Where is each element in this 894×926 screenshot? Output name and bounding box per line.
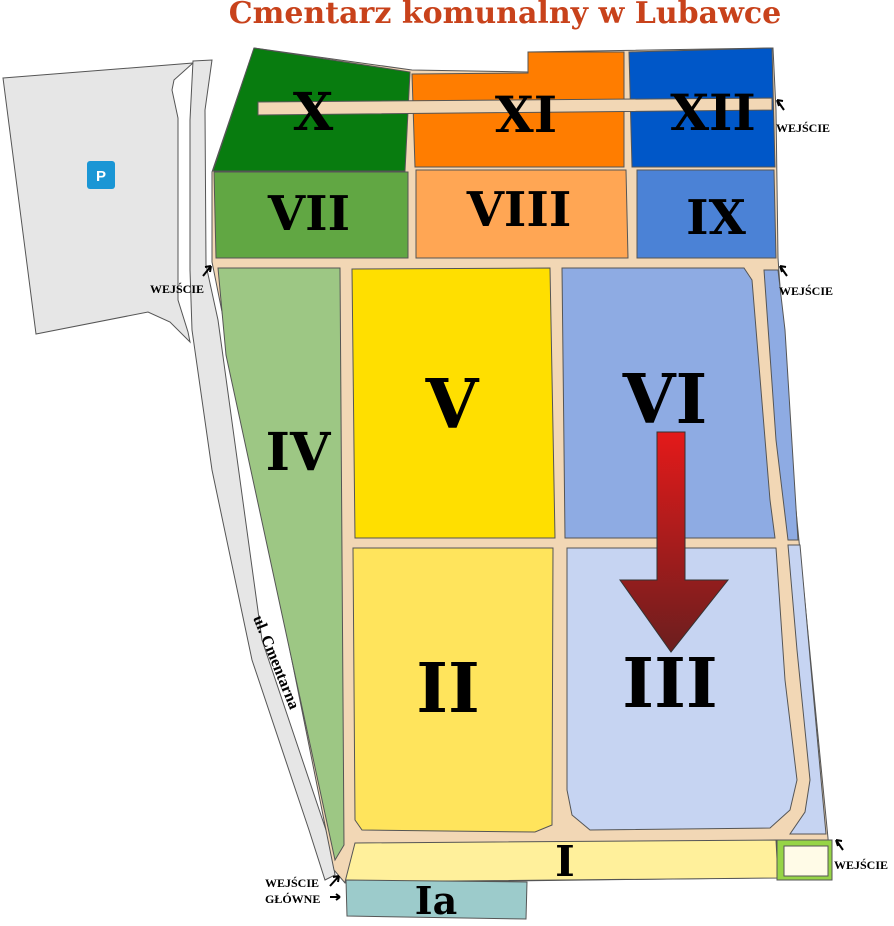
section-label-xi: XI — [495, 85, 557, 144]
section-ix[interactable] — [636, 169, 777, 259]
chapel-building — [783, 845, 829, 877]
parking-icon — [87, 161, 115, 189]
entrance-arrow-icon — [330, 893, 341, 901]
entrance-top-right[interactable]: WEJŚCIE — [776, 99, 830, 135]
entrance-arrow-icon — [835, 839, 844, 851]
section-label-i: I — [555, 837, 575, 886]
top-path — [257, 97, 773, 116]
section-label-iii: III — [622, 644, 717, 724]
entrance-label: GŁÓWNE — [265, 892, 320, 906]
entrance-arrow-icon — [202, 265, 212, 277]
section-ii[interactable] — [352, 547, 554, 833]
section-ia[interactable] — [345, 879, 528, 920]
parking-area[interactable] — [2, 62, 195, 344]
section-iii-strip[interactable] — [787, 544, 827, 835]
section-label-iv: IV — [266, 422, 332, 483]
section-iv[interactable] — [217, 267, 345, 862]
entrance-label: WEJŚCIE — [150, 282, 204, 296]
section-label-x: X — [293, 82, 334, 143]
section-vi[interactable] — [561, 267, 776, 539]
entrance-arrow-icon — [779, 265, 788, 277]
entrance-right-middle[interactable]: WEJŚCIE — [779, 265, 833, 298]
entrance-label: WEJŚCIE — [265, 876, 319, 890]
section-viii[interactable] — [415, 169, 629, 259]
section-label-ia: Ia — [415, 878, 457, 923]
section-label-vi: VI — [622, 360, 708, 440]
entrance-arrow-icon — [776, 99, 785, 111]
map-title: Cmentarz komunalny w Lubawce — [229, 0, 782, 31]
section-vii[interactable] — [213, 171, 409, 259]
entrance-left[interactable]: WEJŚCIE — [150, 265, 212, 296]
entrance-label: WEJŚCIE — [779, 284, 833, 298]
street-road[interactable] — [189, 59, 336, 881]
section-label-vii: VII — [267, 186, 350, 242]
section-v[interactable] — [351, 267, 556, 539]
section-label-ix: IX — [686, 190, 746, 246]
section-iii[interactable] — [566, 547, 798, 831]
section-label-ii: II — [416, 649, 480, 729]
entrance-label: WEJŚCIE — [834, 858, 888, 872]
parking-label: P — [96, 168, 106, 185]
entrance-main[interactable]: WEJŚCIE GŁÓWNE — [265, 875, 341, 906]
section-label-xii: XII — [670, 83, 756, 142]
entrance-arrow-icon — [329, 875, 340, 887]
section-label-viii: VIII — [466, 182, 572, 238]
section-vi-strip[interactable] — [763, 269, 799, 541]
entrance-bottom-right[interactable]: WEJŚCIE — [834, 839, 888, 872]
entrance-label: WEJŚCIE — [776, 121, 830, 135]
section-label-v: V — [425, 365, 480, 445]
direction-arrow — [619, 431, 730, 653]
